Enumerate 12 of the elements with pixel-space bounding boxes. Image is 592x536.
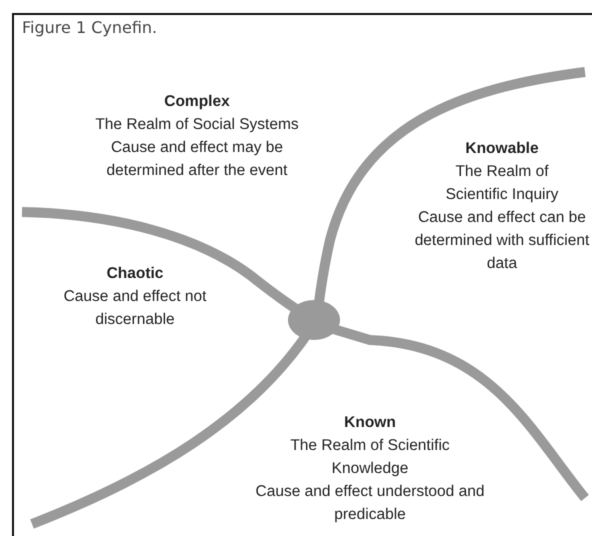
domain-heading: Knowable — [464, 139, 540, 159]
domain-description: Cause and effect understood and predicable — [254, 482, 486, 525]
domain-description: The Realm of Scientific Inquiry — [444, 162, 560, 205]
domain-description: Cause and effect can be determined with sufficient data — [414, 208, 590, 274]
domain-heading: Complex — [163, 92, 231, 112]
domain-heading: Known — [343, 413, 397, 433]
domain-description: The Realm of Scientific Knowledge — [289, 436, 451, 479]
domain-description: The Realm of Social Systems — [94, 115, 300, 135]
figure-caption: Figure 1 Cynefin. — [22, 18, 158, 37]
domain-description: Cause and effect not discernable — [62, 287, 208, 330]
domain-heading: Chaotic — [106, 264, 164, 284]
domain-description: Cause and effect may be determined after the event — [106, 138, 288, 181]
